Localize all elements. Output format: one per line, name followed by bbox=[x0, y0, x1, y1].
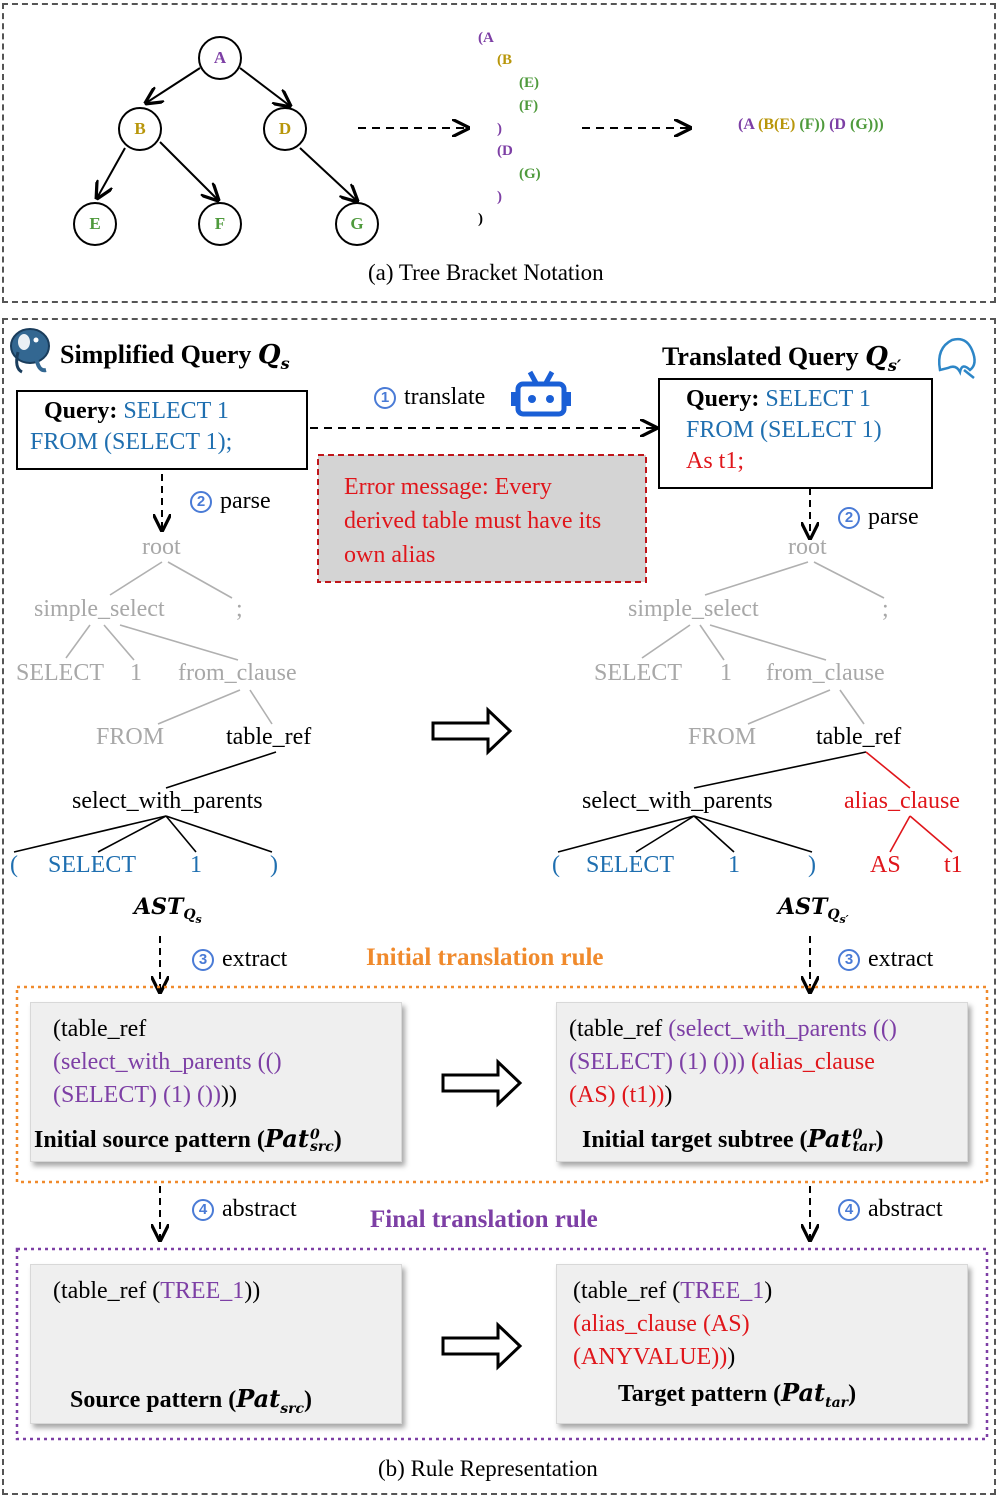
right-arrow-icon bbox=[431, 706, 513, 756]
robot-icon bbox=[511, 370, 571, 417]
tree-node-e: E bbox=[73, 202, 117, 246]
ast-node: ; bbox=[236, 596, 243, 622]
bracket-line: ) bbox=[478, 211, 483, 227]
postgresql-elephant-icon bbox=[10, 328, 50, 374]
ast-node: from_clause bbox=[178, 660, 297, 686]
target-pattern-box: (table_ref (TREE_1) (alias_clause (AS) (… bbox=[556, 1264, 968, 1424]
ast-node: SELECT bbox=[594, 660, 682, 686]
ast-node: root bbox=[788, 534, 827, 560]
ast-node: simple_select bbox=[628, 596, 759, 622]
ast-node: 1 bbox=[190, 852, 202, 878]
mysql-dolphin-icon bbox=[938, 337, 976, 379]
tree-node-a: A bbox=[198, 36, 242, 80]
ast-node: SELECT bbox=[16, 660, 104, 686]
ast-node: ; bbox=[882, 596, 889, 622]
simplified-query-title: Simplified Query Qs bbox=[60, 340, 290, 374]
bracket-line: (D bbox=[497, 143, 513, 159]
query-line-1: SELECT 1 bbox=[123, 398, 229, 424]
ast-node: 1 bbox=[728, 852, 740, 878]
ast-node: root bbox=[142, 534, 181, 560]
bracket-line: (E) bbox=[519, 75, 539, 91]
ast-node: table_ref bbox=[816, 724, 902, 750]
edge-b-f bbox=[159, 141, 218, 200]
tree-node-f: F bbox=[198, 202, 242, 246]
tree-node-b: B bbox=[118, 107, 162, 151]
bracket-line: ) bbox=[497, 189, 502, 205]
right-arrow-icon bbox=[441, 1058, 523, 1108]
error-message: Error message: Every derived table must … bbox=[344, 474, 602, 568]
initial-rule-frame bbox=[15, 985, 989, 1184]
ast-node: ( bbox=[10, 852, 18, 878]
tree-node-d: D bbox=[263, 107, 307, 151]
edge-b-e bbox=[97, 147, 126, 198]
ast-node: 1 bbox=[130, 660, 142, 686]
query-line-2: FROM (SELECT 1); bbox=[30, 429, 233, 455]
bracket-line: (F) bbox=[519, 98, 539, 114]
simplified-query-box: Query: SELECT 1 FROM (SELECT 1); bbox=[16, 390, 308, 470]
tree-node-g: G bbox=[335, 202, 379, 246]
ast-left-label: ASTQs bbox=[134, 894, 202, 927]
ast-node: 1 bbox=[720, 660, 732, 686]
source-pattern-box: (table_ref (TREE_1)) bbox=[30, 1264, 402, 1424]
ast-node: FROM bbox=[688, 724, 757, 750]
query-line-2: FROM (SELECT 1) bbox=[686, 417, 882, 443]
query-label: Query: bbox=[686, 386, 760, 412]
initial-source-pattern-box: (table_ref (select_with_parents (() (SEL… bbox=[30, 1002, 402, 1162]
ast-node: ( bbox=[552, 852, 560, 878]
ast-node: simple_select bbox=[34, 596, 165, 622]
ast-node: FROM bbox=[96, 724, 165, 750]
bracket-line: ) bbox=[497, 121, 502, 137]
panel-b-caption: (b) Rule Representation bbox=[378, 1456, 598, 1481]
panel-a-caption: (a) Tree Bracket Notation bbox=[368, 260, 604, 285]
query-label: Query: bbox=[44, 398, 118, 424]
bracket-line: (B bbox=[497, 52, 512, 68]
initial-rule-label: Initial translation rule bbox=[366, 944, 604, 971]
edge-a-d bbox=[239, 67, 290, 106]
ast-node: select_with_parents bbox=[72, 788, 263, 814]
ast-node: SELECT bbox=[586, 852, 674, 878]
panel-a-frame bbox=[2, 3, 996, 303]
query-line-1: SELECT 1 bbox=[765, 386, 871, 412]
source-pattern-label: Source pattern (Patsrc) bbox=[70, 1384, 313, 1417]
bracket-line: (A bbox=[478, 30, 494, 46]
error-box-frame bbox=[317, 454, 647, 583]
ast-node: table_ref bbox=[226, 724, 312, 750]
bracket-line: (G) bbox=[519, 166, 541, 182]
ast-node: alias_clause bbox=[844, 788, 960, 814]
right-ast-edges bbox=[557, 561, 953, 853]
ast-right-label: ASTQs′ bbox=[778, 894, 849, 927]
ast-node: SELECT bbox=[48, 852, 136, 878]
final-rule-label: Final translation rule bbox=[370, 1206, 598, 1233]
edge-a-b bbox=[146, 67, 201, 103]
left-ast-edges bbox=[13, 561, 277, 853]
inline-bracket-notation: (A (B(E) (F)) (D (G))) bbox=[738, 116, 884, 133]
ast-node: t1 bbox=[944, 852, 963, 878]
ast-node: select_with_parents bbox=[582, 788, 773, 814]
edge-d-g bbox=[299, 147, 357, 201]
translated-query-box: Query: SELECT 1 FROM (SELECT 1) As t1; bbox=[658, 378, 933, 489]
ast-node: ) bbox=[270, 852, 278, 878]
right-arrow-icon bbox=[441, 1321, 523, 1371]
target-pattern-label: Target pattern (Pattar) bbox=[618, 1378, 857, 1411]
ast-node: from_clause bbox=[766, 660, 885, 686]
ast-node: AS bbox=[870, 852, 901, 878]
ast-node: ) bbox=[808, 852, 816, 878]
panel-b-frame bbox=[2, 318, 996, 1495]
final-rule-frame bbox=[15, 1247, 989, 1441]
translated-query-title: Translated Query Qs′ bbox=[662, 342, 902, 376]
initial-target-subtree-box: (table_ref (select_with_parents (() (SEL… bbox=[556, 1002, 968, 1162]
query-line-3: As t1; bbox=[686, 448, 745, 474]
